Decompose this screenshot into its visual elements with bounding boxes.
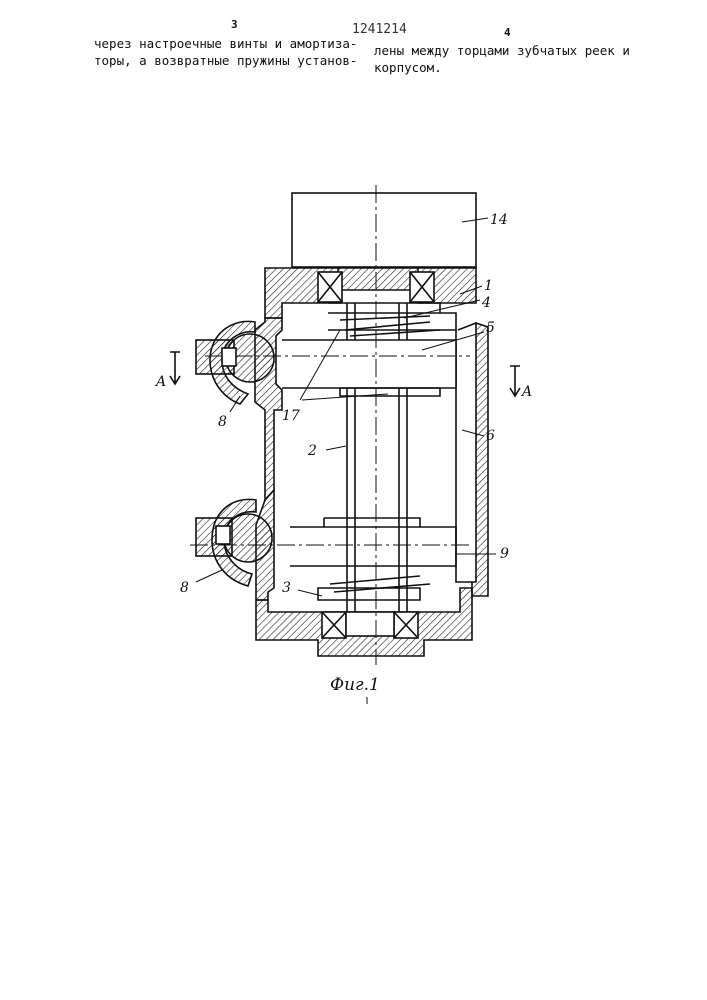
label-8-lower: 8 [180,580,189,596]
motor-14 [292,193,476,267]
section-marker-left [170,352,180,384]
label-14: 14 [490,212,508,228]
label-4: 4 [481,295,491,311]
housing-top-wall [265,268,476,318]
label-17: 17 [282,408,300,424]
label-1: 1 [484,278,493,294]
cover-6 [472,323,488,596]
label-5: 5 [486,320,495,336]
cover-inner [458,323,476,330]
label-8-upper: 8 [218,414,227,430]
label-2: 2 [307,443,317,459]
section-marker-right [510,366,520,396]
label-6: 6 [486,428,495,444]
label-9: 9 [500,546,509,562]
label-3: 3 [282,580,291,596]
figure-caption: Фиг.1 [330,675,380,695]
lower-rack-9 [290,527,456,566]
section-label-right: A [520,384,532,400]
section-label-left: A [154,374,166,390]
